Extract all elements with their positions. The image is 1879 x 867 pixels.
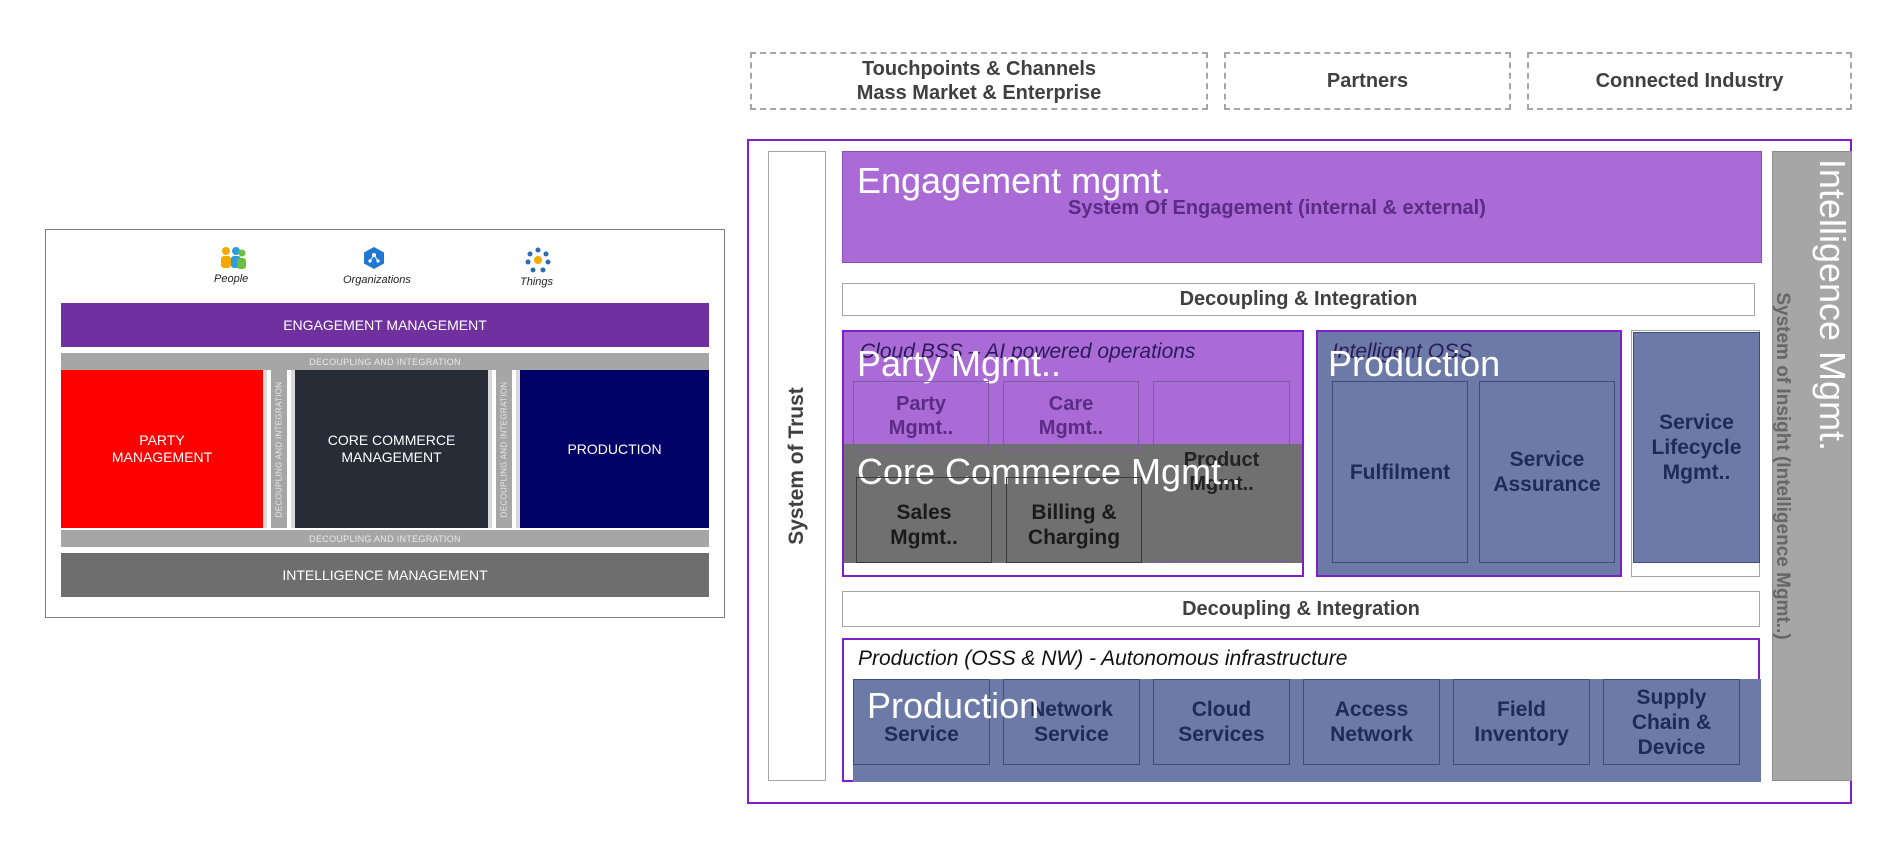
fulfilment-tile: Fulfilment [1332,381,1468,563]
engagement-management-bar: ENGAGEMENT MANAGEMENT [61,303,709,347]
people-label: People [214,273,249,285]
organization-icon [362,246,386,270]
engagement-subtitle: System Of Engagement (internal & externa… [1068,197,1486,219]
system-of-trust-column: System of Trust [768,151,826,781]
touchpoints-line1: Touchpoints & Channels [861,58,1097,80]
system-of-insight-label-wrap: System of Insight (Intelligence Mgmt..) [1772,292,1793,639]
things-icon [524,246,552,274]
decoupling-vertical-label-left: DECOUPLING AND INTEGRATION [274,381,284,517]
sales-mgmt-tile: Sales Mgmt.. [856,477,992,563]
system-of-insight-column [1772,151,1852,781]
network-service-tile: Network Service [1003,679,1140,765]
production-overlay-title-1: Production [1328,343,1501,384]
cloud-bss-grey-area [844,444,1302,563]
system-of-trust-label: System of Trust [785,387,809,545]
field-inventory-tile: Field Inventory [1453,679,1590,765]
service-tile: Service [853,679,990,765]
organizations-label: Organizations [343,274,411,286]
people-icon [218,246,248,272]
partners-box: Partners [1224,52,1511,110]
enterprise-architecture-panel: People Organizations Things ENGAGEMENT M… [45,229,725,618]
decoupling-integration-vertical-right: DECOUPLING AND INTEGRATION [496,370,512,528]
decoupling-integration-top: DECOUPLING AND INTEGRATION [61,353,709,370]
engagement-box [842,151,1762,263]
intelligent-oss-label: Intelligent OSS [1332,340,1473,363]
production-box: PRODUCTION [516,370,709,528]
intelligence-management-bar: INTELLIGENCE MANAGEMENT [61,553,709,597]
care-mgmt-tile: Care Mgmt.. [1003,381,1139,451]
cloud-services-tile: Cloud Services [1153,679,1290,765]
intelligence-mgmt-overlay-title: Intelligence Mgmt. [1812,158,1853,452]
decoupling-integration-bottom: DECOUPLING AND INTEGRATION [61,530,709,547]
supply-chain-device-tile: Supply Chain & Device [1603,679,1740,765]
party-mgmt-tile: Party Mgmt.. [853,381,989,451]
cloud-bss-label: Cloud BSS – AI powered operations [860,340,1196,363]
service-lifecycle-tile: Service Lifecycle Mgmt.. [1633,332,1760,563]
production-label: Production (OSS & NW) - Autonomous infra… [858,647,1348,670]
touchpoints-channels-box: Touchpoints & Channels Mass Market & Ent… [750,52,1208,110]
cloud-bss-purple-area [844,332,1302,444]
decoupling-integration-vertical-left: DECOUPLING AND INTEGRATION [271,370,287,528]
party-management-box: PARTY MANAGEMENT [61,370,267,528]
product-mgmt-tile-frame [1153,381,1290,562]
core-commerce-management-box: CORE COMMERCE MANAGEMENT [291,370,492,528]
connected-industry-box: Connected Industry [1527,52,1852,110]
access-network-tile: Access Network [1303,679,1440,765]
production-overlay-title-2: Production [867,685,1040,726]
partners-label: Partners [1326,70,1409,92]
core-commerce-overlay-title: Core Commerce Mgmt.. [857,451,1242,492]
decoupling-integration-bar-2: Decoupling & Integration [842,591,1760,627]
service-assurance-tile: Service Assurance [1479,381,1615,563]
connected-industry-label: Connected Industry [1595,70,1784,92]
party-mgmt-overlay-title: Party Mgmt.. [857,343,1062,384]
system-of-insight-label: System of Insight (Intelligence Mgmt..) [1772,292,1793,640]
product-mgmt-tile: Product Mgmt.. [1183,449,1260,495]
touchpoints-line2: Mass Market & Enterprise [856,82,1102,104]
intelligence-overlay-wrap: Intelligence Mgmt. [1812,159,1853,451]
decoupling-vertical-label-right: DECOUPLING AND INTEGRATION [499,381,509,517]
engagement-overlay-title: Engagement mgmt. [857,160,1172,201]
things-label: Things [520,276,554,288]
billing-charging-tile: Billing & Charging [1006,477,1142,563]
decoupling-integration-bar-1: Decoupling & Integration [842,283,1755,316]
